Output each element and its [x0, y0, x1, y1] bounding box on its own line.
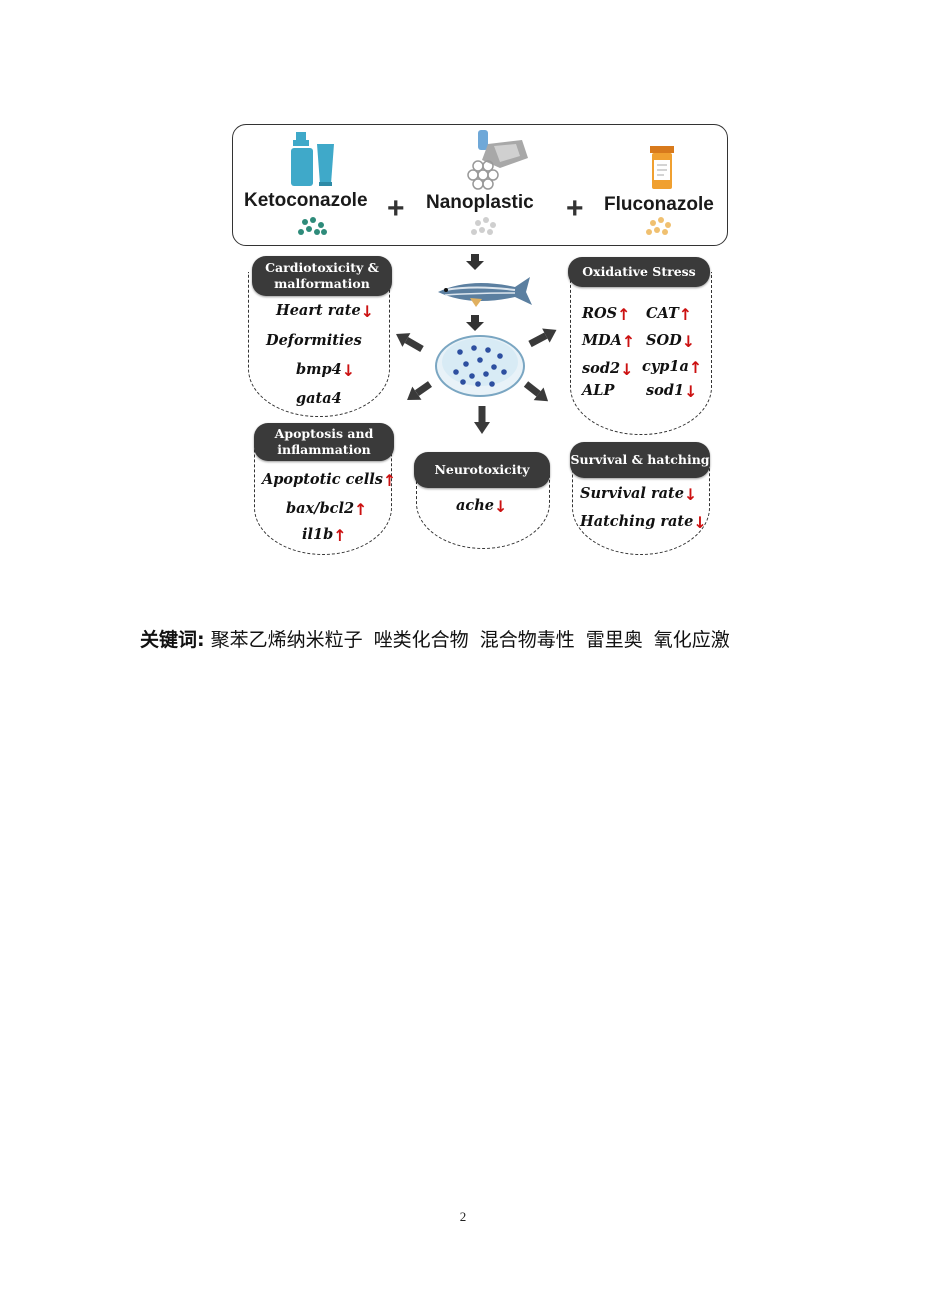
- down-arrow-icon: ↓: [341, 361, 356, 380]
- pill-bottle-icon: [650, 146, 674, 189]
- zebrafish-icon: [438, 277, 532, 307]
- page-number: 2: [459, 1209, 467, 1224]
- item-bax-bcl2: bax/bcl2 ↑: [286, 500, 368, 519]
- plastic-waste-icon: [467, 130, 528, 190]
- keyword-term: 雷里奥: [585, 629, 643, 651]
- down-arrow-icon: ↓: [494, 497, 508, 516]
- keyword-term: 氧化应激: [653, 629, 730, 651]
- up-arrow-icon: ↑: [678, 305, 693, 324]
- item-cyp1a: cyp1a ↑: [642, 358, 703, 377]
- up-arrow-icon: ↑: [688, 358, 703, 377]
- fluconazole-label: Fluconazole: [604, 194, 714, 215]
- panel-title: Apoptosis and inflammation: [254, 423, 394, 461]
- item-hatching-rate: Hatching rate↓: [580, 513, 707, 532]
- panel-title: Cardiotoxicity & malformation: [252, 256, 392, 296]
- up-arrow-icon: ↑: [354, 500, 368, 519]
- keyword-term: 唑类化合物: [373, 629, 469, 651]
- up-arrow-icon: ↑: [333, 526, 347, 545]
- arrow-down-icon: [466, 315, 484, 331]
- down-arrow-icon: ↓: [681, 332, 696, 351]
- cream-bottle-icon: [291, 132, 334, 186]
- down-arrow-icon: ↓: [693, 513, 707, 532]
- down-arrow-icon: ↓: [360, 302, 375, 321]
- ketoconazole-label: Ketoconazole: [244, 190, 368, 211]
- down-arrow-icon: ↓: [683, 485, 698, 504]
- keyword-term: 混合物毒性: [479, 629, 575, 651]
- item-cat: CAT ↑: [646, 305, 693, 324]
- fluconazole-particles: [646, 217, 671, 235]
- keyword-term: 聚苯乙烯纳米粒子: [210, 629, 363, 651]
- keywords-paragraph: 关键词: 聚苯乙烯纳米粒子唑类化合物混合物毒性雷里奥氧化应激: [140, 616, 800, 664]
- arrow-down-neuro-icon: [474, 406, 490, 434]
- item-bmp4: bmp4 ↓: [296, 361, 356, 380]
- plus-icon: +: [566, 192, 584, 225]
- ketoconazole-particles: [298, 217, 327, 235]
- arrow-down-icon: [466, 254, 484, 270]
- arrow-downright-icon: [523, 381, 549, 402]
- nanoplastic-label: Nanoplastic: [426, 192, 534, 213]
- item-alp: ALP: [582, 382, 615, 399]
- up-arrow-icon: ↑: [621, 332, 636, 351]
- up-arrow-icon: ↑: [617, 305, 631, 324]
- down-arrow-icon: ↓: [684, 382, 698, 401]
- petri-dish-icon: [435, 335, 525, 397]
- item-ache: ache ↓: [456, 497, 508, 516]
- up-arrow-icon: ↑: [382, 471, 397, 490]
- keywords-label: 关键词:: [140, 629, 205, 651]
- item-sod2: sod2 ↓: [582, 360, 634, 379]
- item-sod1: sod1 ↓: [646, 382, 698, 401]
- item-mda: MDA↑: [582, 332, 636, 351]
- panel-title: Oxidative Stress: [568, 257, 710, 287]
- arrow-upright-icon: [528, 328, 557, 348]
- plus-icon: +: [387, 192, 405, 225]
- item-apoptotic-cells: Apoptotic cells ↑: [262, 471, 397, 490]
- item-ros: ROS ↑: [582, 305, 631, 324]
- item-il1b: il1b ↑: [302, 526, 347, 545]
- arrow-upleft-icon: [396, 333, 424, 353]
- item-deformities: Deformities: [266, 332, 362, 349]
- item-sod: SOD ↓: [646, 332, 696, 351]
- down-arrow-icon: ↓: [620, 360, 634, 379]
- arrow-downleft-icon: [407, 381, 433, 401]
- nanoplastic-particles: [471, 217, 496, 235]
- item-heart-rate: Heart rate↓: [276, 302, 375, 321]
- figure-graphics: [291, 130, 674, 434]
- graphical-abstract-figure: Ketoconazole + Nanoplastic + Fluconazole…: [230, 122, 732, 564]
- panel-title: Survival & hatching: [570, 442, 710, 478]
- item-gata4: gata4: [296, 390, 342, 407]
- panel-title: Neurotoxicity: [414, 452, 550, 488]
- item-survival-rate: Survival rate ↓: [580, 485, 698, 504]
